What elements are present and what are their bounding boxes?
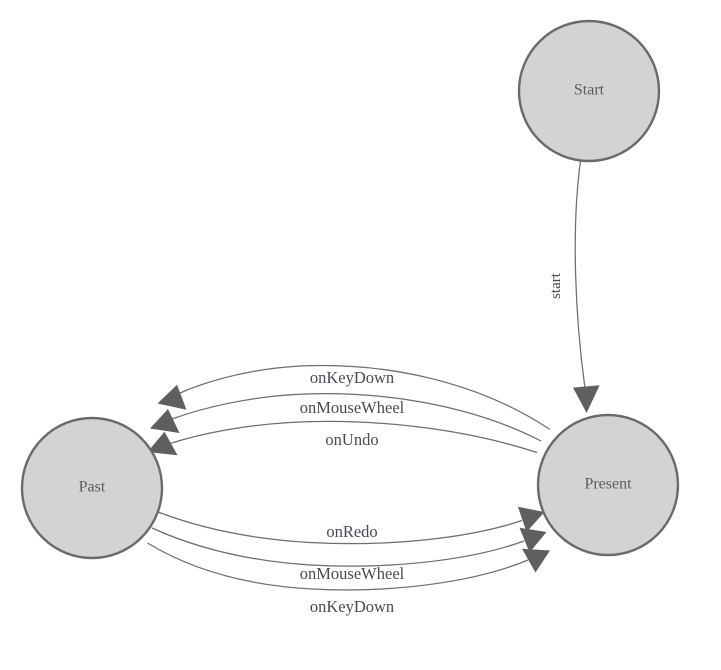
edge-onmousewheel-to-present-label: onMouseWheel [300, 564, 405, 583]
edge-onmousewheel-to-present-path [151, 527, 525, 567]
edge-onmousewheel-to-past-path [171, 393, 542, 442]
edge-onkeydown-to-present-path [147, 542, 529, 591]
node-start[interactable]: Start [517, 19, 661, 163]
edge-onundo-to-past-path [169, 420, 538, 454]
node-past-circle [20, 416, 164, 560]
edge-onredo-to-present-path [157, 511, 523, 545]
edge-onredo-to-present[interactable]: onRedo [157, 506, 545, 545]
edge-onkeydown-to-past[interactable]: onKeyDown [157, 364, 551, 431]
node-present-label: Present [584, 476, 632, 493]
edge-onmousewheel-to-past-label: onMouseWheel [300, 398, 405, 417]
edge-onundo-to-past-label: onUndo [325, 430, 378, 449]
node-present-circle [536, 413, 680, 557]
edge-onkeydown-to-present-arrowhead [522, 548, 550, 573]
edge-start[interactable]: start [548, 160, 600, 413]
edge-start-label: start [548, 272, 564, 299]
edge-onkeydown-to-past-path [179, 364, 551, 431]
edge-onkeydown-to-present[interactable]: onKeyDown [147, 542, 551, 616]
node-past[interactable]: Past [20, 416, 164, 560]
node-start-label: Start [574, 82, 605, 99]
node-start-circle [517, 19, 661, 163]
edge-onredo-to-present-label: onRedo [326, 522, 377, 541]
edge-onmousewheel-to-present[interactable]: onMouseWheel [151, 527, 547, 583]
edge-start-path [574, 160, 586, 389]
edge-onundo-to-past[interactable]: onUndo [147, 420, 538, 456]
edge-onmousewheel-to-present-arrowhead [519, 527, 547, 553]
node-past-label: Past [79, 479, 106, 496]
edge-onkeydown-to-present-label: onKeyDown [310, 597, 394, 616]
edge-onundo-to-past-arrowhead [147, 431, 178, 456]
edge-start-arrowhead [573, 385, 600, 413]
edge-onkeydown-to-past-label: onKeyDown [310, 368, 394, 387]
edge-onmousewheel-to-past[interactable]: onMouseWheel [150, 393, 542, 442]
edge-onkeydown-to-past-arrowhead [157, 384, 187, 410]
edge-onmousewheel-to-past-arrowhead [150, 409, 180, 433]
node-present[interactable]: Present [536, 413, 680, 557]
edge-onredo-to-present-arrowhead [518, 506, 545, 532]
